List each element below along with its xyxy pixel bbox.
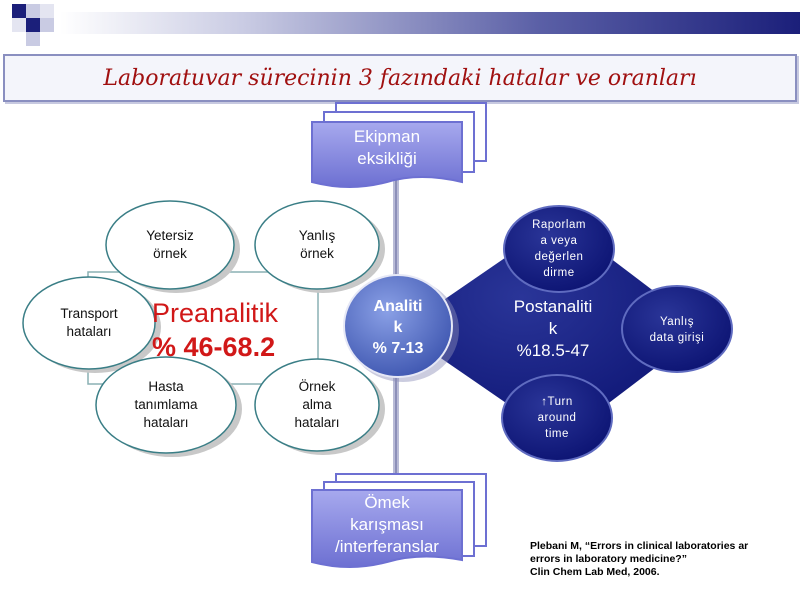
error-line: dirme [543, 267, 575, 279]
preanalytic-error-ellipses [22, 200, 385, 457]
analytic-line1: Analiti [373, 298, 423, 315]
error-line: ↑Turn [541, 396, 573, 408]
error-ornek-alma: Örnek alma hataları [257, 376, 377, 434]
error-line: hataları [66, 324, 112, 339]
bottom-stack-line3: /interferanslar [335, 537, 439, 556]
citation-line1: Plebani M, “Errors in clinical laborator… [530, 540, 749, 552]
analytic-rate: % 7-13 [372, 340, 424, 357]
error-yetersiz-ornek: Yetersiz örnek [110, 221, 230, 269]
error-line: data girişi [649, 332, 705, 344]
error-turnaround: ↑Turn around time [507, 392, 607, 444]
error-line: örnek [300, 246, 334, 261]
preanalytic-heading: Preanalitik % 46-68.2 [152, 296, 322, 364]
error-line: Yetersiz [146, 228, 194, 243]
error-line: Örnek [298, 379, 336, 394]
error-raporlama: Raporlam a veya değerlen dirme [509, 215, 609, 283]
error-line: Hasta [148, 379, 184, 394]
top-stack-shape [311, 102, 487, 188]
postanalytic-error-ellipses [501, 205, 733, 462]
error-line: a veya [540, 235, 578, 247]
citation-line2: errors in laboratory medicine?” [530, 553, 687, 565]
error-line: Transport [60, 306, 118, 321]
postanalytic-diamond [400, 220, 705, 440]
postanalytic-label: Postanaliti k %18.5-47 [493, 296, 613, 362]
citation: Plebani M, “Errors in clinical laborator… [530, 540, 798, 579]
postanalytic-rate: %18.5-47 [516, 341, 590, 360]
error-line: Yanlış [659, 316, 695, 328]
bottom-stack-line1: Ömek [364, 493, 410, 512]
page-title: Laboratuvar sürecinin 3 fazındaki hatala… [103, 65, 697, 91]
top-stack-line1: Ekipman [353, 127, 421, 146]
error-line: hataları [294, 415, 340, 430]
corner-checker-decoration [0, 0, 64, 48]
preanalytic-rate: % 46-68.2 [152, 332, 276, 362]
analytic-label: Analiti k % 7-13 [348, 296, 448, 359]
error-line: around [537, 412, 577, 424]
error-line: time [545, 428, 569, 440]
error-yanlis-ornek: Yanlış örnek [257, 221, 377, 269]
error-line: Raporlam [532, 219, 586, 231]
error-line: hataları [143, 415, 189, 430]
error-line: değerlen [534, 251, 584, 263]
error-transport: Transport hataları [29, 299, 149, 347]
bottom-stack-shape [311, 473, 487, 568]
top-stack-label: Ekipman eksikliği [312, 126, 462, 170]
error-line: alma [302, 397, 332, 412]
preanalytic-label: Preanalitik [152, 298, 279, 328]
error-line: örnek [153, 246, 187, 261]
bottom-stack-line2: karışması [350, 515, 424, 534]
analytic-circle [343, 274, 459, 382]
error-hasta-tanimlama: Hasta tanımlama hataları [106, 376, 226, 434]
postanalytic-line2: k [548, 319, 558, 338]
top-stack-line2: eksikliği [357, 149, 417, 168]
title-box: Laboratuvar sürecinin 3 fazındaki hatala… [3, 54, 797, 102]
citation-line3: Clin Chem Lab Med, 2006. [530, 566, 660, 578]
error-line: Yanlış [298, 228, 336, 243]
postanalytic-line1: Postanaliti [513, 297, 593, 316]
error-yanlis-data: Yanlış data girişi [627, 313, 727, 347]
bottom-stack-label: Ömek karışması /interferanslar [312, 492, 462, 558]
error-line: tanımlama [134, 397, 198, 412]
analytic-line2: k [393, 319, 403, 336]
header-gradient-bar [60, 12, 800, 34]
